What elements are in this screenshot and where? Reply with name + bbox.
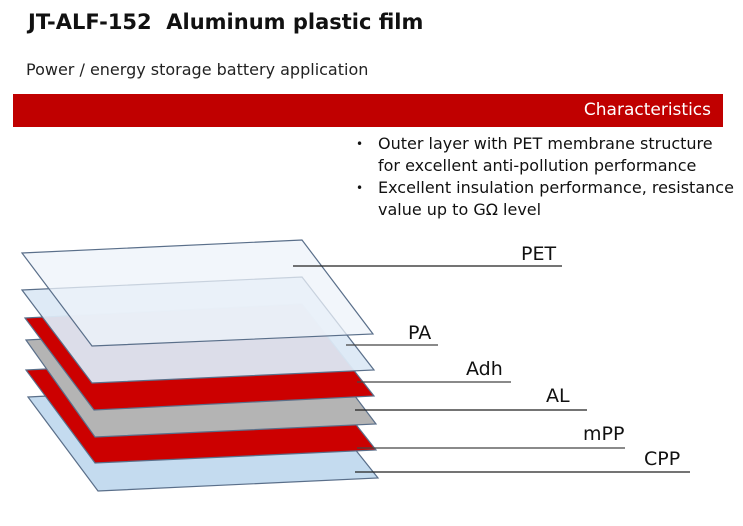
layer-label-mpp: mPP [583, 423, 625, 445]
page-subtitle: Power / energy storage battery applicati… [26, 60, 369, 79]
layer-label-pa: PA [408, 322, 432, 344]
characteristic-item: Excellent insulation performance, resist… [356, 177, 736, 221]
characteristics-banner: Characteristics [13, 94, 723, 127]
banner-label: Characteristics [583, 100, 711, 120]
characteristics-list: Outer layer with PET membrane structure … [356, 133, 736, 221]
layer-label-adh: Adh [466, 358, 503, 380]
page-title: JT-ALF-152 Aluminum plastic film [28, 10, 424, 34]
layer-pet [20, 239, 375, 347]
characteristic-item: Outer layer with PET membrane structure … [356, 133, 736, 177]
layer-label-pet: PET [521, 243, 557, 265]
layer-label-cpp: CPP [644, 448, 681, 470]
layer-label-al: AL [546, 385, 570, 407]
